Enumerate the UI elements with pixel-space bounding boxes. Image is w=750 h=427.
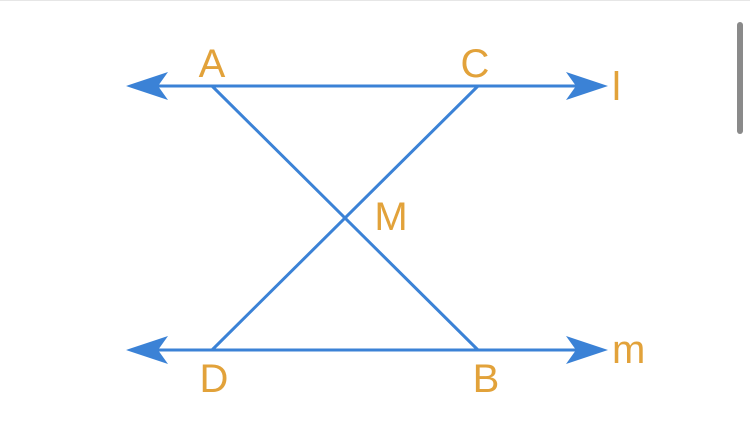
line-label-l: l — [612, 65, 621, 109]
point-label-m: M — [374, 195, 407, 239]
point-label-c: C — [461, 42, 490, 86]
line-m-right-arrowhead — [566, 336, 608, 364]
line-m-left-arrowhead — [126, 336, 168, 364]
scrollbar-thumb[interactable] — [737, 22, 743, 134]
line-l-left-arrowhead — [126, 72, 168, 100]
line-l-right-arrowhead — [566, 72, 608, 100]
line-l — [126, 72, 608, 100]
line-label-m: m — [612, 328, 645, 372]
line-m — [126, 336, 608, 364]
point-label-a: A — [199, 42, 226, 86]
segment-cd — [210, 84, 480, 352]
point-label-b: B — [473, 357, 500, 401]
top-border — [0, 0, 750, 1]
point-label-d: D — [200, 357, 229, 401]
